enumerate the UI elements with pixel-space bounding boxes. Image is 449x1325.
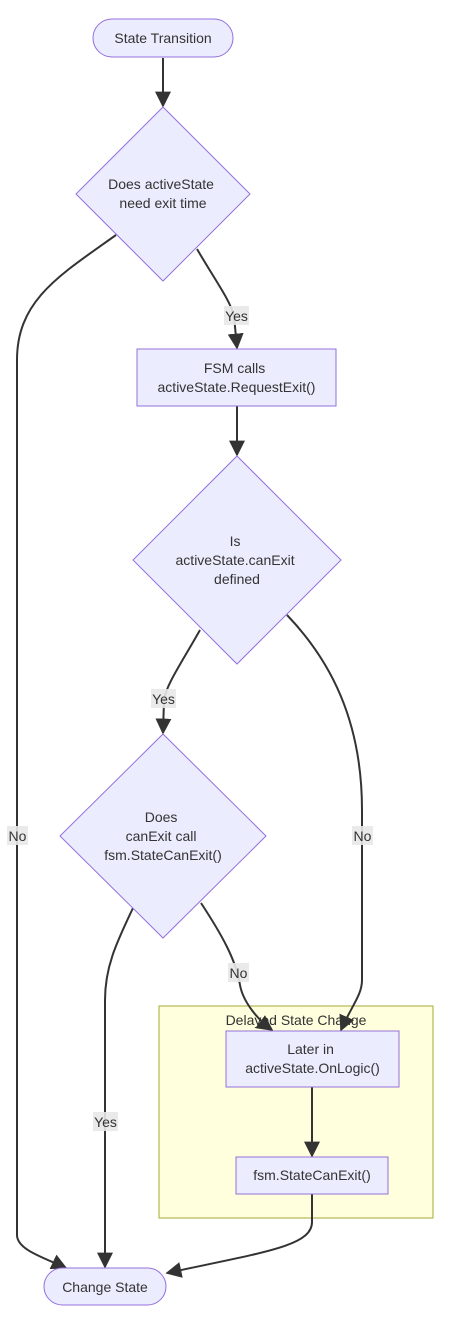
node-calls-state-can-exit-shape [59,733,267,939]
node-later-on-logic-label: Later in activeState.OnLogic() [245,1041,380,1076]
svg-text:Yes: Yes [225,308,248,324]
edge-can-exit-yes [155,629,201,735]
edge-exit-time-yes [196,248,244,350]
node-fsm-state-can-exit-shape [235,1156,389,1195]
edge-exit-time-no [16,234,117,1270]
node-needs-exit-time-label: Does activeState need exit time [108,176,218,211]
node-needs-exit-time: Does activeState need exit time [75,106,251,282]
node-later-on-logic: Later in activeState.OnLogic() [225,1030,400,1088]
edge-calls-no [200,902,274,1031]
edge-label-can-exit-no: No [352,826,373,845]
svg-text:Yes: Yes [152,691,175,707]
node-state-transition-label: State Transition [114,30,211,46]
node-request-exit-shape [136,348,337,407]
node-request-exit-label: FSM calls activeState.RequestExit() [158,360,316,395]
svg-text:No: No [354,828,372,844]
edge-calls-yes [97,907,134,1269]
node-state-transition: State Transition [92,18,234,58]
node-request-exit: FSM calls activeState.RequestExit() [136,348,337,407]
edge-can-exit-no [286,614,363,1032]
edge-label-can-exit-yes: Yes [151,689,176,708]
node-can-exit-defined-label: Is activeState.canExit defined [176,533,299,587]
edge-state-can-exit-to-change [165,1194,313,1278]
edges [16,58,363,1278]
edge-label-exit-time-no: No [7,826,28,845]
node-later-on-logic-shape [225,1030,400,1088]
node-calls-state-can-exit-label: Does canExit call fsm.StateCanExit() [104,809,221,863]
node-can-exit-defined: Is activeState.canExit defined [132,455,342,665]
nodes: State Transition Does activeState need e… [43,18,400,1306]
svg-text:No: No [230,965,248,981]
node-change-state: Change State [43,1267,167,1306]
node-can-exit-defined-shape [132,455,342,665]
edge-label-calls-yes: Yes [93,1112,118,1131]
node-needs-exit-time-shape [75,106,251,282]
edge-labels: Yes No Yes No Yes No [7,306,373,1131]
svg-text:No: No [9,828,27,844]
edge-label-calls-no: No [228,963,249,982]
node-change-state-label: Change State [62,1279,148,1295]
node-fsm-state-can-exit-label: fsm.StateCanExit() [253,1167,370,1183]
node-calls-state-can-exit: Does canExit call fsm.StateCanExit() [59,733,267,939]
edge-label-exit-time-yes: Yes [224,306,249,325]
node-fsm-state-can-exit: fsm.StateCanExit() [235,1156,389,1195]
node-change-state-shape [43,1267,167,1306]
node-state-transition-shape [92,18,234,58]
svg-text:Yes: Yes [94,1114,117,1130]
